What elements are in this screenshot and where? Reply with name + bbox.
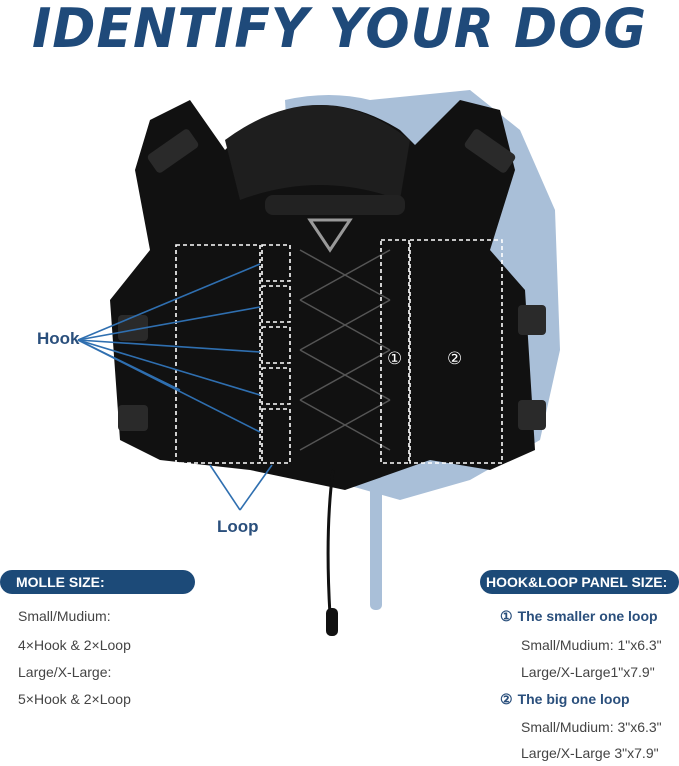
loop-label: Loop	[217, 517, 259, 536]
molle-line-3: Large/X-Large:	[18, 664, 112, 680]
big-loop-size-2: Large/X-Large 3"x7.9"	[521, 745, 659, 761]
callout-lines	[77, 263, 273, 511]
molle-size-heading: MOLLE SIZE:	[0, 570, 195, 594]
small-loop-text: The smaller one loop	[517, 608, 658, 624]
molle-line-1: Small/Mudium:	[18, 608, 111, 624]
vest-body	[110, 100, 546, 636]
panel-size-heading: HOOK&LOOP PANEL SIZE:	[480, 570, 679, 594]
small-loop-size-2: Large/X-Large1"x7.9"	[521, 664, 655, 680]
hook-label: Hook	[37, 329, 80, 348]
panel-1-marker: ①	[387, 349, 403, 368]
big-loop-marker: ②	[500, 691, 513, 707]
molle-line-2: 4×Hook & 2×Loop	[18, 637, 131, 653]
page-title: IDENTIFY YOUR DOG	[31, 0, 648, 61]
small-loop-size-1: Small/Mudium: 1"x6.3"	[521, 637, 662, 653]
small-loop-marker: ①	[500, 608, 513, 624]
molle-line-4: 5×Hook & 2×Loop	[18, 691, 131, 707]
hook-loop-panels	[175, 239, 503, 464]
big-loop-size-1: Small/Mudium: 3"x6.3"	[521, 719, 662, 735]
harness-illustration	[77, 90, 560, 636]
panel-2-marker: ②	[447, 349, 463, 368]
big-loop-text: The big one loop	[517, 691, 630, 707]
